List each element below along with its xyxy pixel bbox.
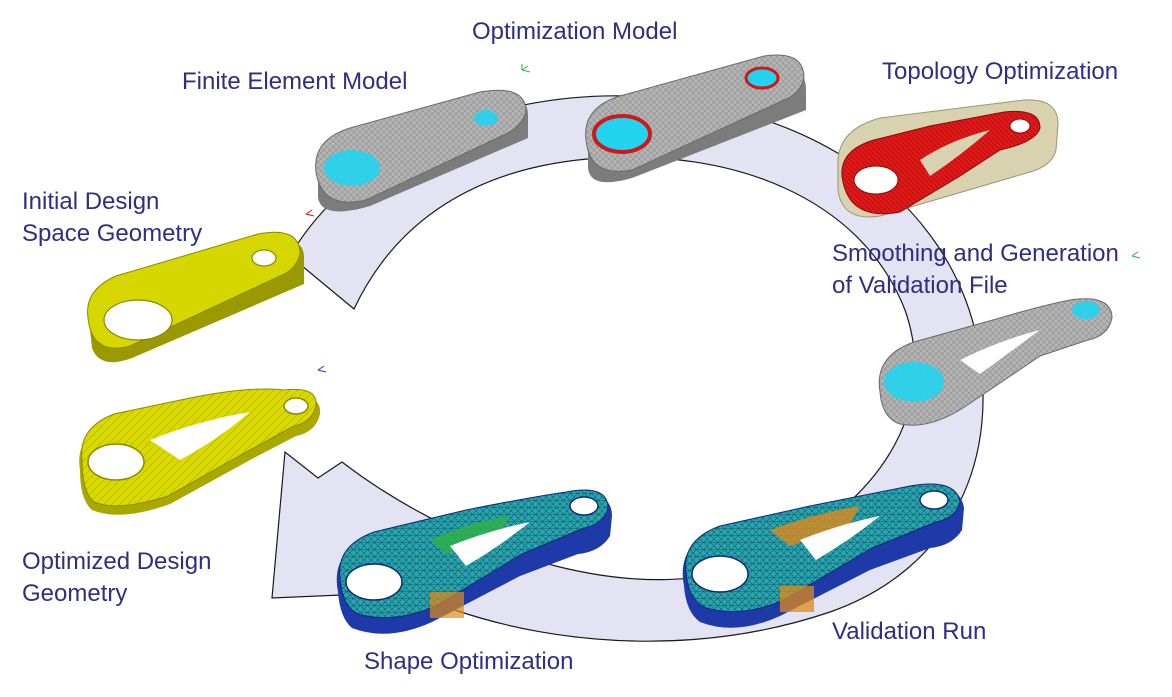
label-validation-run: Validation Run	[832, 618, 987, 645]
label-optimized-design-geometry: Optimized Design Geometry	[22, 548, 212, 607]
optimization-model-part	[585, 54, 806, 183]
label-shape-optimization: Shape Optimization	[364, 648, 574, 675]
initial-design-space-part	[87, 231, 304, 363]
label-topology-optimization: Topology Optimization	[882, 58, 1119, 85]
validation-run-part	[682, 483, 964, 628]
label-optimization-model: Optimization Model	[472, 18, 678, 45]
optimized-design-part	[79, 388, 321, 515]
smoothing-validation-part	[878, 298, 1113, 426]
finite-element-model-part	[315, 89, 528, 212]
label-finite-element-model: Finite Element Model	[182, 68, 408, 95]
topology-optimization-part	[837, 99, 1059, 218]
label-initial-design-space-geometry: Initial Design Space Geometry	[22, 188, 203, 247]
shape-optimization-part	[336, 489, 612, 634]
label-smoothing-and-generation: Smoothing and Generation of Validation F…	[832, 240, 1119, 299]
axis-triad-icon	[305, 64, 1141, 373]
